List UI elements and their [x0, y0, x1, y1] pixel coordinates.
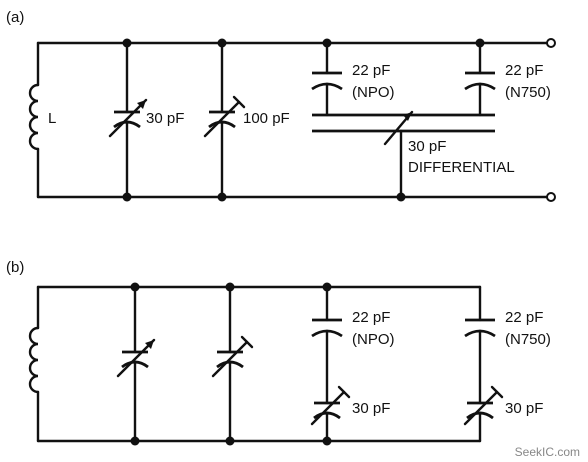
junction-dot — [225, 282, 235, 292]
cap-100pf-label: 100 pF — [243, 110, 290, 127]
npo-value-b: 22 pF — [352, 309, 390, 326]
junction-dot — [217, 192, 227, 202]
inductor-label: L — [48, 110, 56, 127]
panel-a: (a) L 30 pF — [6, 9, 556, 202]
inductor-a — [28, 41, 40, 199]
panel-b-label: (b) — [6, 259, 24, 276]
junction-dot — [225, 436, 235, 446]
junction-dot — [217, 38, 227, 48]
watermark: SeekIC.com — [515, 445, 580, 459]
diff-type: DIFFERENTIAL — [408, 159, 515, 176]
trim2-value: 30 pF — [505, 400, 543, 417]
variable-capacitor-b1 — [116, 285, 156, 443]
npo-type-b: (NPO) — [352, 331, 395, 348]
cap-30pf-label: 30 pF — [146, 110, 184, 127]
trim1-value: 30 pF — [352, 400, 390, 417]
n750-type-a: (N750) — [505, 84, 551, 101]
capacitor-22pf-n750 — [464, 41, 496, 117]
panel-b: (b) — [6, 259, 551, 446]
panel-a-label: (a) — [6, 9, 24, 26]
inductor-b — [28, 285, 40, 443]
junction-dot — [130, 282, 140, 292]
terminal-top-a — [546, 38, 556, 48]
junction-dot — [122, 38, 132, 48]
terminal-bottom-a — [546, 192, 556, 202]
junction-dot — [322, 38, 332, 48]
npo-type-a: (NPO) — [352, 84, 395, 101]
junction-dot — [475, 38, 485, 48]
npo-branch-b — [310, 285, 351, 443]
junction-dot — [322, 282, 332, 292]
junction-dot — [396, 192, 406, 202]
junction-dot — [122, 192, 132, 202]
n750-value-b: 22 pF — [505, 309, 543, 326]
npo-value-a: 22 pF — [352, 62, 390, 79]
diff-value: 30 pF — [408, 138, 446, 155]
n750-value-a: 22 pF — [505, 62, 543, 79]
variable-capacitor-b2 — [211, 285, 254, 443]
junction-dot — [130, 436, 140, 446]
n750-branch-b — [463, 285, 504, 443]
differential-capacitor — [312, 110, 495, 199]
junction-dot — [322, 436, 332, 446]
capacitor-22pf-npo — [311, 41, 343, 117]
n750-type-b: (N750) — [505, 331, 551, 348]
variable-capacitor-100pf — [203, 41, 246, 199]
variable-capacitor-30pf — [108, 41, 148, 199]
